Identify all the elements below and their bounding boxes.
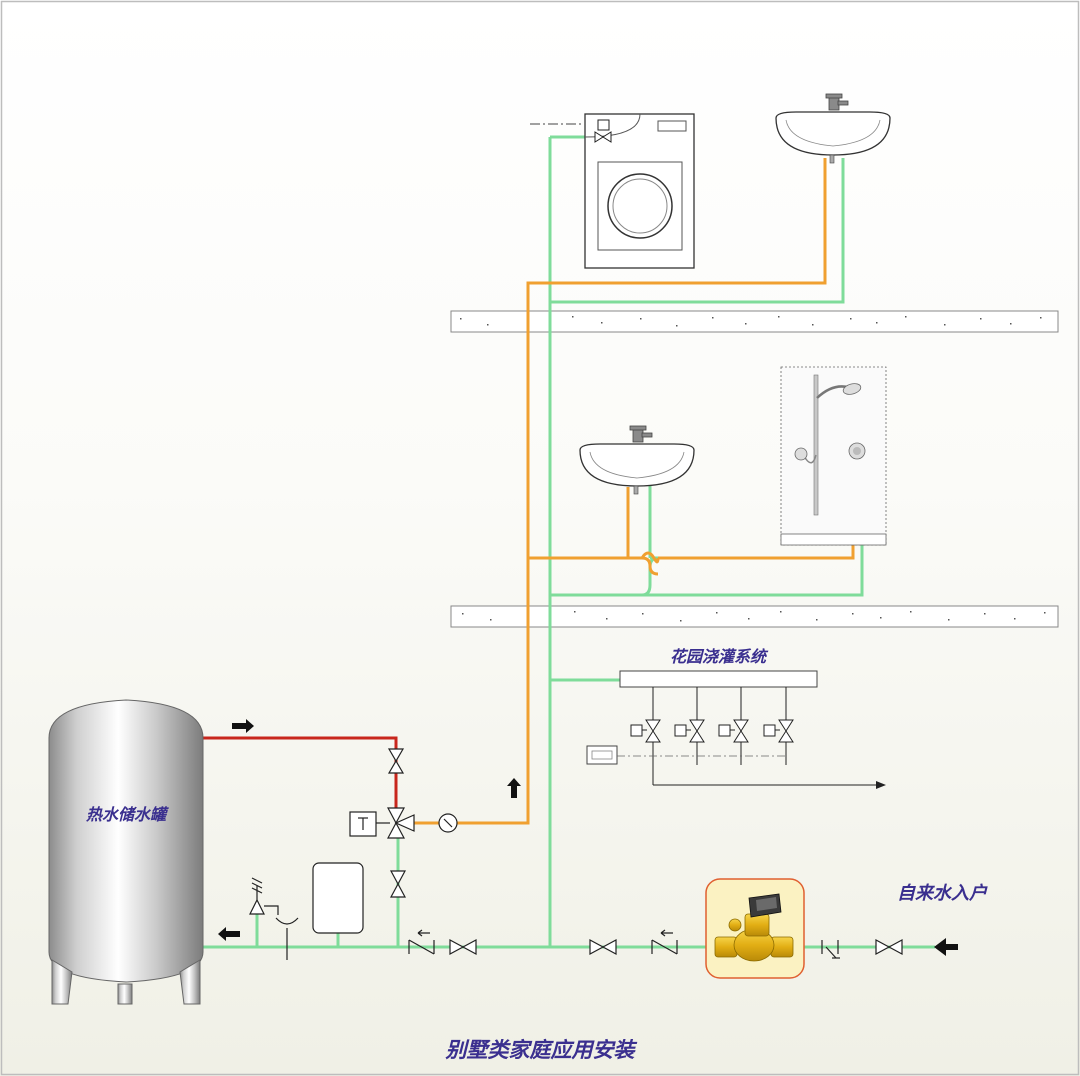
outflow-arrow-icon bbox=[876, 781, 886, 789]
solenoid-valve-icon bbox=[630, 687, 661, 785]
expansion-vessel-icon bbox=[312, 862, 364, 934]
pressure-reducing-valve[interactable] bbox=[705, 878, 805, 979]
flow-arrows bbox=[218, 719, 958, 956]
check-valve-icon bbox=[651, 929, 678, 955]
garden-irrigation: 花园浇灌系统 bbox=[586, 647, 886, 789]
hot-water-tank: 热水储水罐 bbox=[48, 699, 204, 1005]
lower-floor-slab bbox=[450, 605, 1059, 628]
hot-supply-pipe bbox=[203, 736, 398, 808]
gate-valve-icon bbox=[449, 938, 477, 956]
garden-label: 花园浇灌系统 bbox=[670, 647, 769, 666]
solenoid-valve-icon bbox=[718, 687, 749, 765]
faucet-icon bbox=[825, 93, 849, 111]
irrigation-controller-icon bbox=[586, 745, 618, 765]
drain-funnel-icon bbox=[275, 917, 299, 960]
inlet-label: 自来水入户 bbox=[897, 883, 988, 904]
hot-out-arrow-icon bbox=[232, 719, 254, 733]
solenoid-valve-icon bbox=[674, 687, 705, 765]
washing-machine bbox=[530, 113, 695, 269]
cold-in-arrow-icon bbox=[218, 927, 240, 941]
diagram-caption: 别墅类家庭应用安装 bbox=[445, 1038, 638, 1062]
gate-valve-icon bbox=[589, 938, 617, 956]
gate-valve-icon bbox=[387, 748, 405, 774]
shower bbox=[780, 366, 887, 546]
upper-basin bbox=[775, 93, 891, 164]
riser-up-arrow-icon bbox=[507, 778, 521, 798]
thermostatic-mixing-valve-icon bbox=[387, 807, 415, 839]
tank-label: 热水储水罐 bbox=[85, 805, 169, 824]
gate-valve-icon bbox=[389, 870, 407, 898]
safety-relief-valve-icon bbox=[249, 877, 279, 915]
shower-head-icon bbox=[842, 383, 862, 395]
tank-safety-group bbox=[249, 862, 364, 960]
mixer-assembly bbox=[349, 748, 458, 898]
main-line-valves bbox=[408, 929, 903, 959]
check-valve-icon bbox=[408, 929, 435, 955]
washer-inlet-valve-icon bbox=[594, 119, 612, 143]
gate-valve-icon bbox=[875, 938, 903, 956]
solenoid-valve-icon bbox=[763, 687, 794, 765]
y-strainer-icon bbox=[821, 940, 840, 959]
upper-floor-slab bbox=[450, 310, 1059, 333]
lower-basin bbox=[579, 425, 695, 495]
faucet-icon bbox=[629, 425, 653, 443]
inlet-arrow-icon bbox=[934, 938, 958, 956]
